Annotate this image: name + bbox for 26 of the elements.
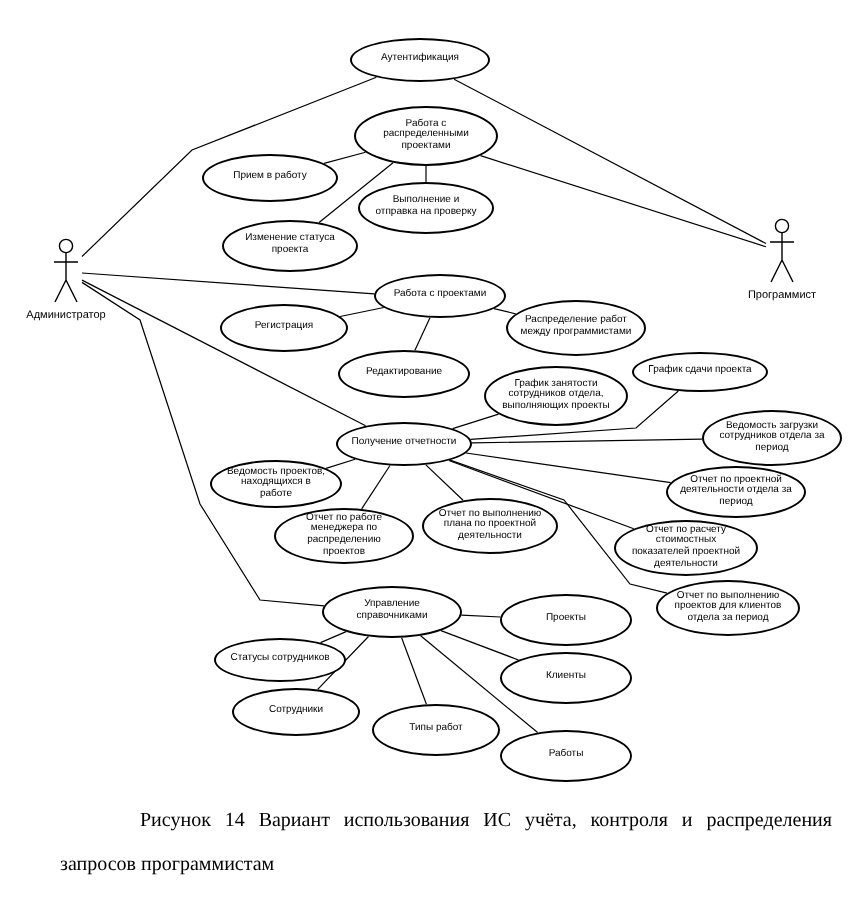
- association-line: [425, 464, 464, 501]
- association-line: [440, 630, 520, 661]
- association-line: [452, 413, 500, 430]
- association-line: [361, 464, 391, 510]
- association-line: [414, 317, 431, 351]
- association-line: [323, 151, 367, 165]
- association-line: [493, 308, 517, 315]
- association-line: [453, 78, 767, 245]
- association-line: [465, 452, 672, 484]
- figure-caption: Рисунок 14 Вариант использования ИС учёта, контроля и распределения запросов программистам: [60, 808, 832, 880]
- association-line: [479, 155, 767, 248]
- association-line: [420, 635, 539, 734]
- association-line: [318, 162, 394, 224]
- association-line: [425, 165, 427, 183]
- association-line: [471, 438, 703, 444]
- association-line: [401, 637, 427, 705]
- association-line: [81, 272, 375, 295]
- association-line: [449, 459, 668, 594]
- association-line: [339, 306, 385, 318]
- association-line: [448, 459, 635, 530]
- association-line: [81, 281, 325, 607]
- association-line: [319, 631, 347, 644]
- association-line: [325, 458, 356, 469]
- association-line: [81, 76, 377, 258]
- association-line: [460, 614, 502, 618]
- association-line: [469, 390, 679, 440]
